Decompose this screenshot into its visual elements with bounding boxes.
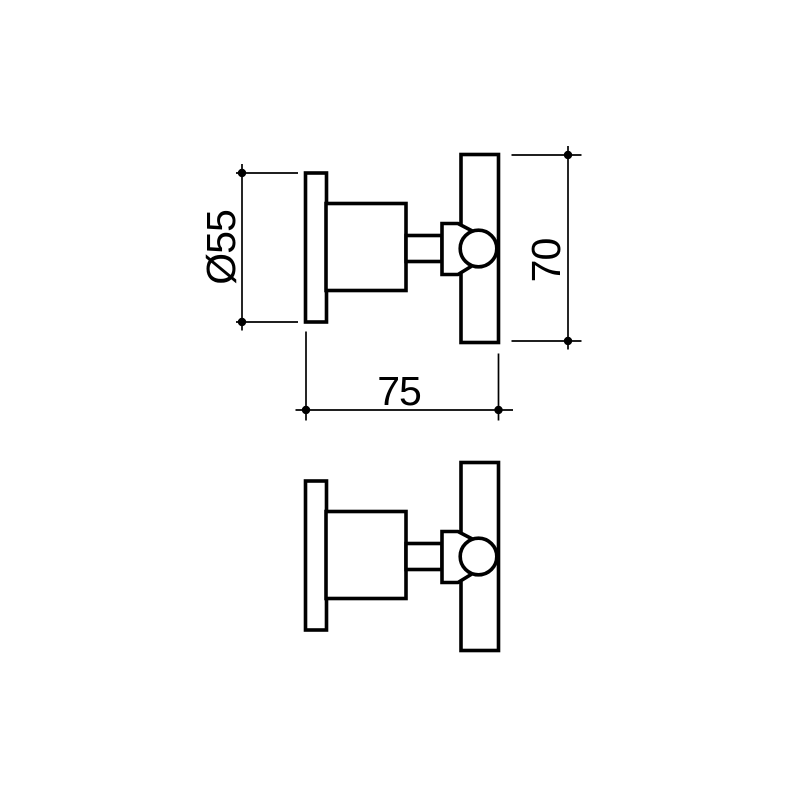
dimension-endpoint-dot	[563, 336, 573, 346]
dimension-endpoint-dot	[237, 168, 247, 178]
dimension-endpoint-dot	[563, 150, 573, 160]
dimension-endpoint-dot	[494, 405, 503, 415]
dimension-endpoint-dot	[237, 317, 247, 327]
dimension-depth: 75	[295, 331, 513, 421]
dimension-height: 70	[511, 146, 582, 350]
valve-profile	[303, 152, 501, 345]
dimension-diameter: Ø55	[198, 164, 298, 331]
handle-ball	[458, 228, 499, 269]
plain-view	[303, 460, 501, 653]
dimension-height-label: 70	[523, 239, 569, 283]
dimension-diameter-label: Ø55	[198, 210, 244, 285]
spindle	[404, 233, 444, 264]
dimension-depth-label: 75	[377, 368, 421, 414]
valve-profile-copy	[303, 460, 501, 653]
dimension-endpoint-dot	[301, 405, 311, 415]
wall-flange	[303, 171, 329, 324]
dimensioned-view: Ø55 70 75	[198, 146, 582, 421]
valve-body	[324, 201, 408, 293]
